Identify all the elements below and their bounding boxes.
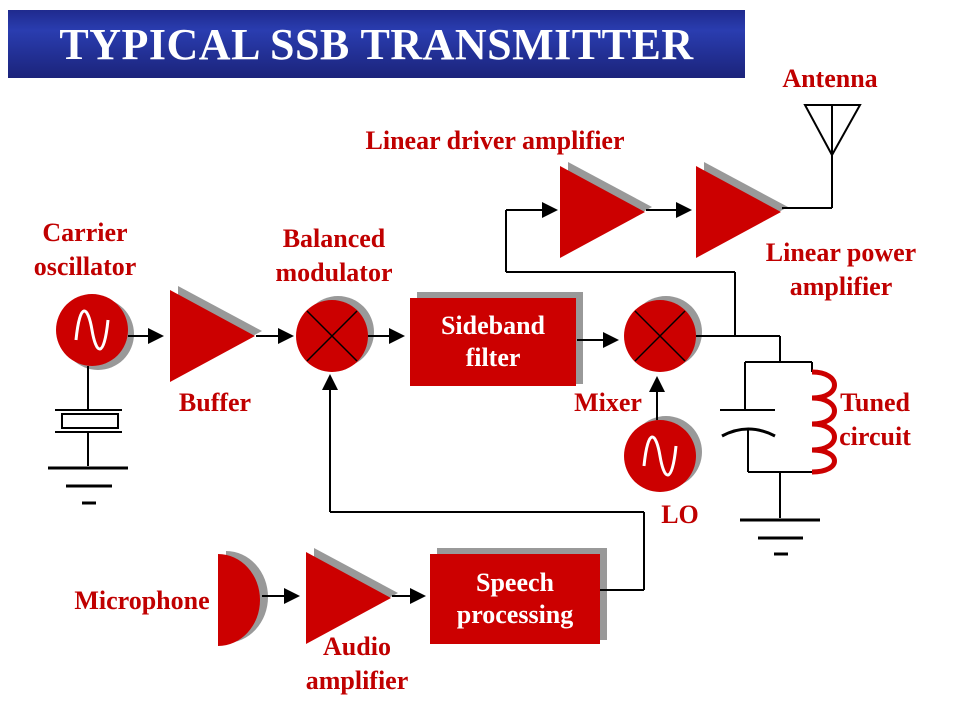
speech-feedback-wiring [330, 511, 645, 591]
balanced-modulator-symbol [296, 296, 374, 372]
antenna-symbol [803, 104, 862, 208]
speech-processing-box [430, 548, 607, 644]
tuned-circuit-symbol [720, 336, 813, 472]
local-oscillator-symbol [624, 416, 702, 492]
ground-icon [48, 466, 128, 505]
title-banner: TYPICAL SSB TRANSMITTER [8, 10, 745, 78]
microphone-label: Microphone [74, 586, 210, 615]
mixer-label: Mixer [574, 388, 642, 417]
buffer-label: Buffer [178, 388, 252, 417]
speech-processing-label: Speech processing [456, 568, 574, 629]
antenna-label: Antenna [782, 64, 878, 93]
microphone-symbol [218, 551, 268, 646]
carrier-oscillator-symbol [56, 294, 134, 370]
tuned-circuit-label: Tuned circuit [839, 388, 911, 451]
lo-label: LO [661, 500, 699, 529]
sideband-filter-label: Sideband filter [440, 311, 546, 372]
linear-power-amplifier-triangle [696, 162, 788, 258]
buffer-amplifier-triangle [170, 286, 262, 382]
mixer-output-wiring [505, 210, 780, 337]
sideband-filter-box [410, 292, 583, 386]
audio-amplifier-label: Audio amplifier [305, 632, 409, 695]
page-title: TYPICAL SSB TRANSMITTER [59, 19, 694, 69]
linear-driver-amplifier-triangle [560, 162, 652, 258]
carrier-oscillator-label: Carrier oscillator [33, 218, 137, 281]
balanced-modulator-label: Balanced modulator [275, 224, 393, 287]
linear-power-amplifier-label: Linear power amplifier [765, 238, 917, 301]
mixer-symbol [624, 296, 702, 372]
audio-amplifier-triangle [306, 548, 398, 644]
crystal-symbol [55, 366, 122, 466]
linear-driver-amplifier-label: Linear driver amplifier [365, 126, 625, 155]
inductor-coil [811, 369, 837, 475]
ground-icon [740, 518, 820, 556]
